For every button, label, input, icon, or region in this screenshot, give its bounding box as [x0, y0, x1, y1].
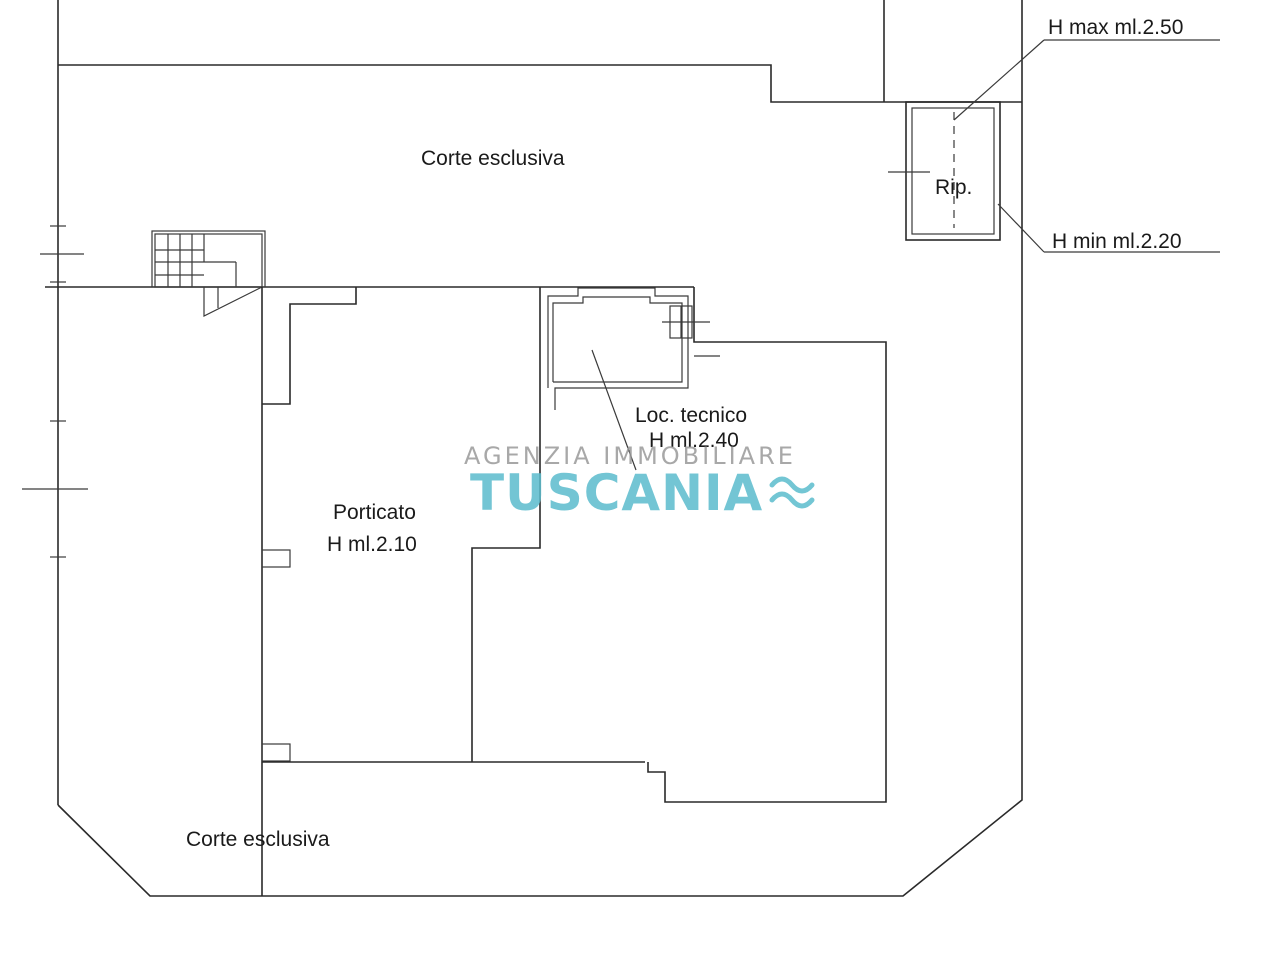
corte-top-label: Corte esclusiva	[421, 147, 565, 170]
watermark-line1: AGENZIA IMMOBILIARE	[464, 442, 796, 470]
left-tick-marks	[22, 225, 88, 558]
loc-tecnico-height: H ml.2.40	[649, 429, 739, 452]
porticato-height: H ml.2.10	[327, 533, 417, 556]
h-max-label: H max ml.2.50	[1048, 16, 1183, 39]
outer-boundary	[57, 0, 1023, 897]
porticato-label: Porticato	[333, 501, 416, 524]
watermark-line2: TUSCANIA	[470, 464, 763, 522]
court-top-boundary	[58, 64, 1022, 103]
porticato-walls	[261, 287, 645, 896]
loc-tecnico-walls	[471, 287, 887, 803]
room-labels: Corte esclusiva Rip. Loc. tecnico H ml.2…	[186, 16, 1183, 851]
corte-bottom-label: Corte esclusiva	[186, 828, 330, 851]
loc-tecnico-label: Loc. tecnico	[635, 404, 747, 427]
watermark: AGENZIA IMMOBILIARE TUSCANIA	[464, 442, 815, 522]
rip-label: Rip.	[935, 176, 972, 199]
h-min-label: H min ml.2.20	[1052, 230, 1182, 253]
staircase	[151, 230, 266, 317]
wave-icon	[769, 476, 815, 509]
ripostiglio	[888, 39, 1220, 253]
